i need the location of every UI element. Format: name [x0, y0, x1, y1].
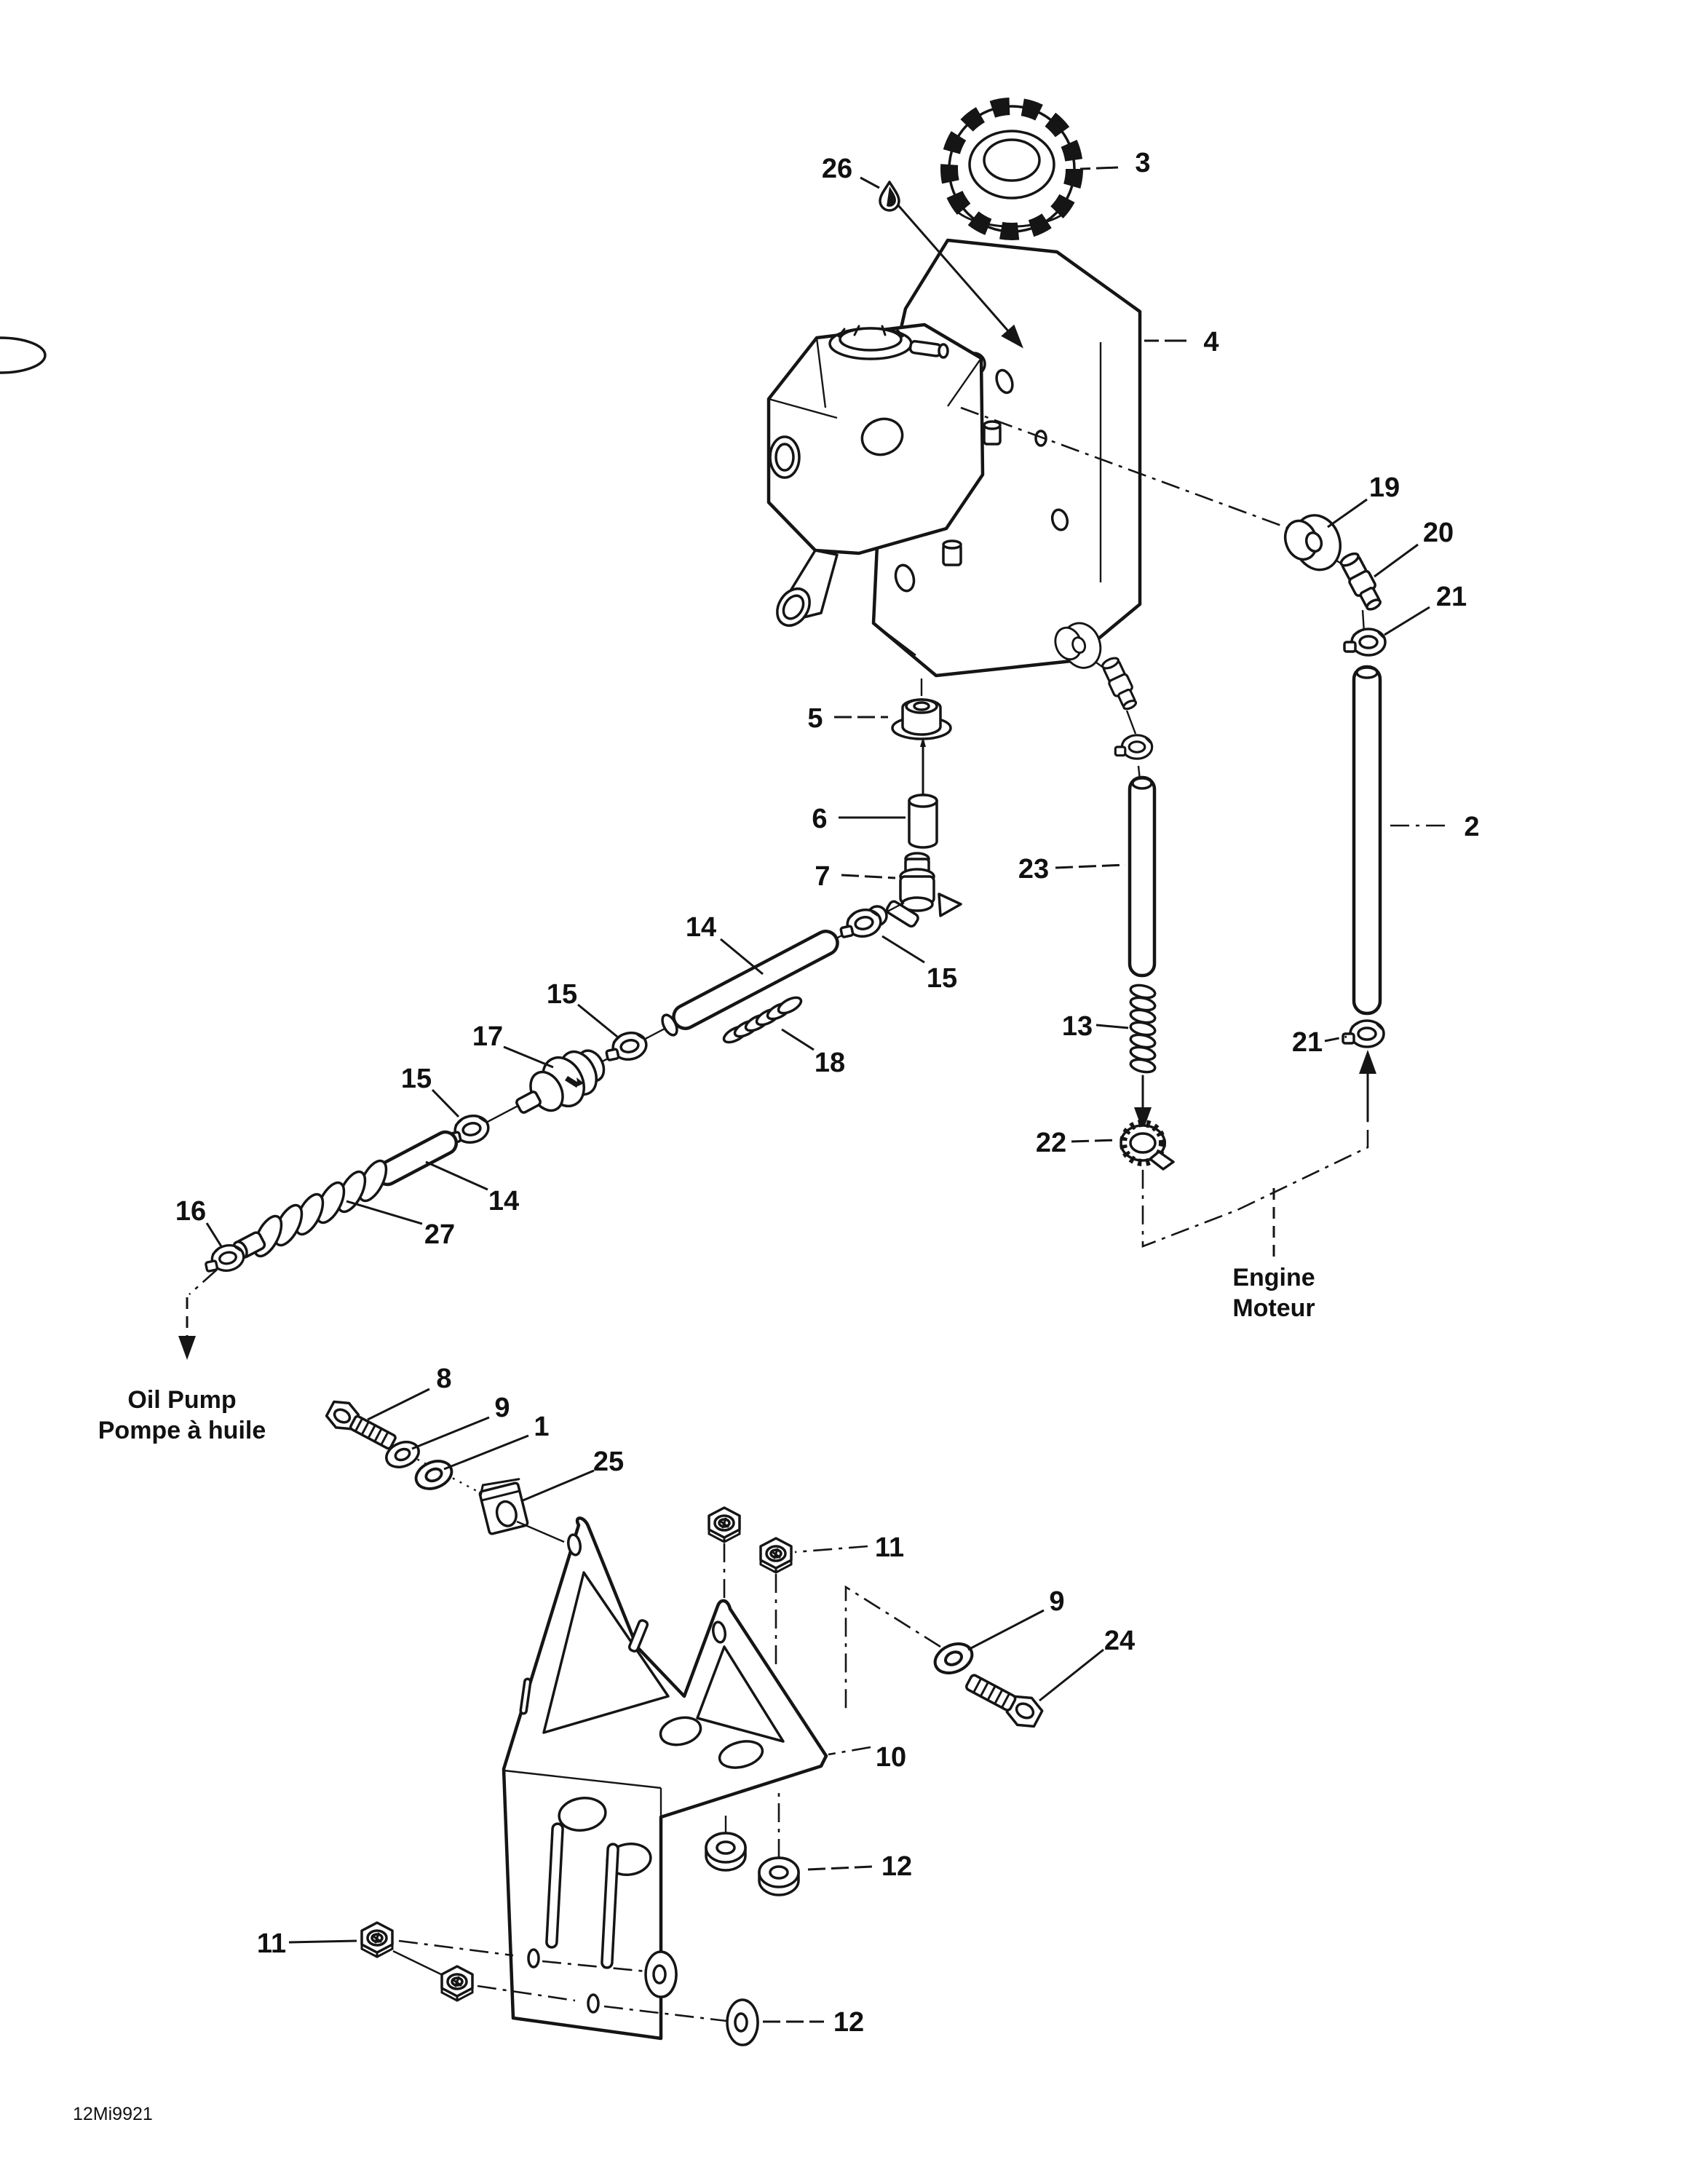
bottom-phantom-lines [398, 1939, 727, 2022]
oil-hose-23 [1128, 775, 1157, 978]
washer-12-lower-a [644, 1950, 678, 1998]
cable-coupler-17 [515, 1049, 606, 1114]
mounting-bracket-10 [502, 1516, 828, 2041]
callout-12-upper: 12 [881, 1851, 912, 1882]
bolt-8 [325, 1400, 397, 1450]
callout-19: 19 [1369, 472, 1400, 503]
callout-20: 20 [1423, 518, 1454, 548]
conduit-spring-27 [253, 1159, 388, 1258]
callout-24: 24 [1104, 1626, 1135, 1656]
elbow-fitting-mid [1098, 654, 1141, 713]
callout-11-upper: 11 [875, 1532, 904, 1563]
nut-11-lower-a [360, 1921, 394, 1958]
hose-clamp-21-lower [1342, 1019, 1385, 1048]
callout-15-right: 15 [927, 963, 957, 994]
callout-6: 6 [812, 804, 827, 834]
bolt-24 [965, 1674, 1044, 1728]
oil-pump-label-en: Oil Pump [127, 1386, 236, 1414]
washer-12-upper-b [758, 1856, 800, 1896]
gear-clamp-22 [1120, 1120, 1175, 1171]
callout-15-mid: 15 [547, 979, 577, 1010]
nut-11-lower-b [440, 1965, 474, 2002]
phantom-line-24 [844, 1585, 941, 1709]
nut-11-upper-a [708, 1506, 741, 1543]
elbow-fitting-20 [1336, 549, 1387, 614]
grommet-5 [891, 698, 952, 740]
document-code: 12Mi9921 [73, 2104, 153, 2124]
callout-14-lower: 14 [488, 1186, 519, 1216]
callout-17: 17 [472, 1021, 503, 1052]
callout-21-lower: 21 [1292, 1027, 1323, 1058]
spring-18 [722, 996, 803, 1044]
oil-hose-2 [1352, 665, 1382, 1016]
callout-4: 4 [1203, 327, 1219, 357]
clip-to-tab-line [516, 1520, 565, 1543]
hose-clamp-21-upper [1343, 628, 1387, 657]
nut-link-line [392, 1950, 442, 1976]
washer-1 [411, 1455, 457, 1495]
callout-9a: 9 [494, 1393, 510, 1423]
callout-23: 23 [1018, 854, 1049, 885]
callout-22: 22 [1036, 1128, 1066, 1158]
callout-18: 18 [815, 1048, 845, 1078]
callout-25: 25 [593, 1447, 624, 1477]
spring-13 [1129, 984, 1157, 1074]
oil-pump-label: Oil Pump Pompe à huile [98, 1386, 266, 1444]
phantom-line-engine-right [1141, 1130, 1369, 1248]
nut-axes [723, 1543, 777, 1669]
callout-27: 27 [424, 1219, 455, 1250]
callout-15-left: 15 [401, 1064, 432, 1094]
oil-reservoir-front [0, 323, 985, 627]
washer-12-lower-b [726, 1998, 759, 2046]
callout-12-lower: 12 [833, 2007, 864, 2038]
callout-10: 10 [876, 1742, 906, 1773]
cable-housing-14-upper [661, 930, 839, 1037]
cable-clamp-16 [202, 1241, 247, 1276]
check-valve-6 [908, 737, 938, 849]
engine-label-en: Engine [1232, 1264, 1315, 1291]
washer-12-upper-a [705, 1832, 747, 1872]
callout-2: 2 [1464, 812, 1479, 842]
callout-21-upper: 21 [1436, 582, 1467, 612]
callout-13: 13 [1062, 1011, 1093, 1042]
callout-16: 16 [175, 1196, 206, 1227]
tank-cap [940, 98, 1083, 240]
callout-11-lower: 11 [257, 1928, 286, 1959]
hose-clamp-mid [1114, 734, 1154, 760]
oil-drop-icon [879, 181, 900, 212]
callout-14-upper: 14 [686, 912, 716, 943]
callout-26: 26 [822, 154, 852, 184]
callout-5: 5 [807, 703, 823, 734]
callout-labels: 26 3 4 19 20 21 2 5 6 7 23 13 22 21 14 1… [175, 148, 1480, 2038]
phantom-line-tank-grommet [960, 406, 1298, 533]
engine-label: Engine Moteur [1232, 1264, 1315, 1322]
nut-11-upper-b [759, 1537, 793, 1574]
callout-9b: 9 [1049, 1586, 1064, 1617]
callout-1: 1 [534, 1412, 549, 1442]
callout-8: 8 [436, 1364, 451, 1394]
callout-3: 3 [1135, 148, 1150, 178]
cable-clamp-15-right [836, 905, 884, 943]
phantom-line-16 [189, 1269, 218, 1295]
leader-lines [205, 166, 1450, 2023]
clip-nut-25 [478, 1478, 529, 1535]
fitting-7 [885, 852, 962, 928]
oil-pump-label-fr: Pompe à huile [98, 1417, 266, 1444]
cable-clamp-15-mid [602, 1028, 650, 1066]
callout-7: 7 [815, 861, 830, 892]
engine-label-fr: Moteur [1232, 1294, 1315, 1322]
